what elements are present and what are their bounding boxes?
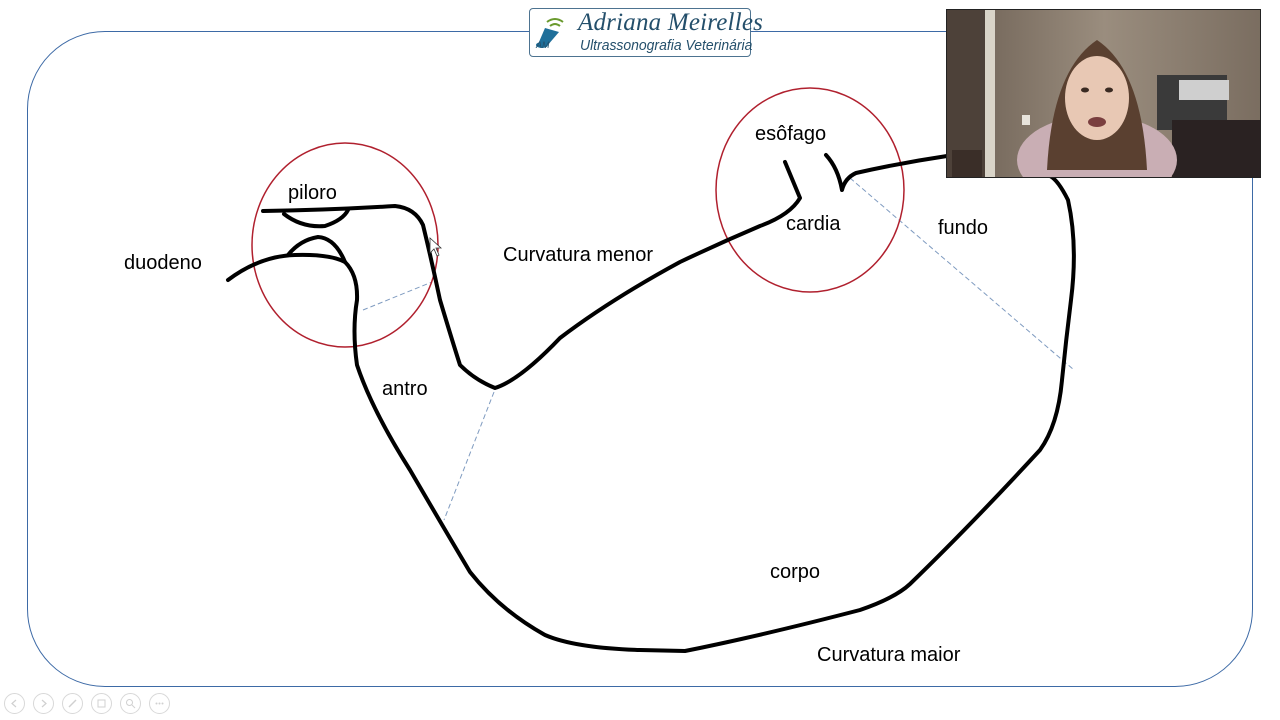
label-cardia: cardia: [786, 213, 841, 235]
mouse-pointer-icon: [429, 237, 443, 257]
pylorus-circle: [251, 142, 439, 348]
slides-icon[interactable]: [91, 693, 112, 714]
presenter-video: [946, 9, 1261, 178]
divider-pylorus-antrum: [362, 281, 433, 311]
logo-name: Adriana Meirelles: [578, 9, 764, 36]
logo: AM Adriana Meirelles Ultrassonografia Ve…: [529, 8, 763, 57]
divider-antrum-body: [443, 391, 495, 521]
divider-cardia-fundus: [849, 177, 1075, 371]
esophagus-right-wall: [824, 153, 949, 192]
stomach-outline: [226, 153, 1076, 653]
label-corpo: corpo: [770, 561, 821, 583]
presenter-video-icon: [947, 10, 1260, 177]
pylorus-fold-top: [282, 208, 350, 229]
cardia-circle: [715, 87, 905, 293]
slideshow-controls: [4, 693, 170, 715]
label-duodeno: duodeno: [124, 252, 202, 274]
duodenum-lower-wall: [226, 174, 1076, 653]
logo-subtitle: Ultrassonografia Veterinária: [580, 37, 753, 54]
pylorus-fold-bottom: [286, 235, 347, 264]
pen-icon[interactable]: [62, 693, 83, 714]
next-icon[interactable]: [33, 693, 54, 714]
ultrasound-probe-icon: [536, 18, 564, 48]
label-fundo: fundo: [938, 217, 989, 239]
label-curvatura-maior: Curvatura maior: [817, 644, 961, 666]
label-curvatura-menor: Curvatura menor: [503, 244, 654, 266]
previous-icon[interactable]: [4, 693, 25, 714]
duodenum-upper-wall: [261, 160, 802, 390]
label-esofago: esôfago: [755, 123, 827, 145]
zoom-icon[interactable]: [120, 693, 141, 714]
label-antro: antro: [382, 378, 428, 400]
label-piloro: piloro: [288, 182, 337, 204]
logo-monogram: AM: [536, 40, 550, 50]
more-icon[interactable]: [149, 693, 170, 714]
